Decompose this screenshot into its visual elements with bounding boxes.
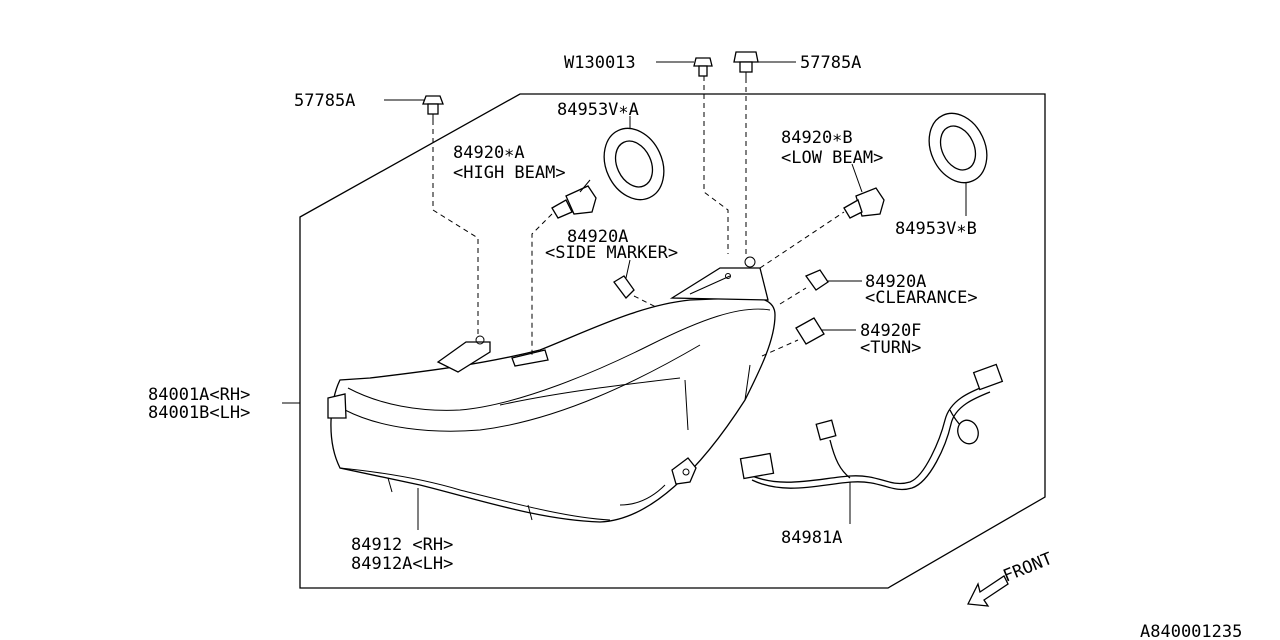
- label-clearance-desc: <CLEARANCE>: [865, 288, 978, 308]
- label-harness: 84981A: [781, 528, 842, 548]
- grommet-w130013-icon[interactable]: [693, 57, 713, 77]
- label-lens-rh: 84912 <RH>: [351, 535, 453, 555]
- label-high-beam-part: 84920∗A: [453, 143, 525, 163]
- label-low-beam-part: 84920∗B: [781, 128, 853, 148]
- front-direction-arrow-icon: FRONT: [966, 549, 1055, 607]
- assembly-frame: [299, 93, 1046, 589]
- wiring-harness[interactable]: [739, 363, 1004, 491]
- high-beam-bulb-icon[interactable]: [551, 185, 597, 219]
- front-label: FRONT: [1000, 549, 1055, 587]
- drawing-number: A840001235: [1140, 622, 1242, 640]
- socket-cover-a-icon[interactable]: [593, 119, 675, 210]
- clearance-bulb-icon[interactable]: [805, 269, 829, 291]
- label-socket-a: 84953V∗A: [557, 100, 639, 120]
- label-clip-top-left: 57785A: [294, 91, 355, 111]
- label-low-beam-desc: <LOW BEAM>: [781, 148, 883, 168]
- label-headlamp-rh: 84001A<RH>: [148, 385, 250, 405]
- headlamp-assembly[interactable]: [327, 256, 776, 523]
- clip-right-icon[interactable]: [733, 51, 759, 78]
- label-side-marker-desc: <SIDE MARKER>: [545, 243, 678, 263]
- socket-cover-b-icon[interactable]: [918, 104, 997, 192]
- leader-lines: [282, 61, 967, 530]
- label-turn-desc: <TURN>: [860, 338, 921, 358]
- low-beam-bulb-icon[interactable]: [843, 187, 885, 219]
- label-turn-part: 84920F: [860, 321, 921, 341]
- fitment-lines: [432, 76, 845, 357]
- clip-left-icon[interactable]: [422, 95, 444, 120]
- label-socket-b: 84953V∗B: [895, 219, 977, 239]
- label-headlamp-lh: 84001B<LH>: [148, 403, 250, 423]
- side-marker-bulb-icon[interactable]: [613, 275, 635, 299]
- turn-bulb-icon[interactable]: [795, 317, 825, 345]
- label-w130013: W130013: [564, 53, 636, 73]
- label-clip-top-right: 57785A: [800, 53, 861, 73]
- label-side-marker-part: 84920A: [567, 227, 628, 247]
- label-high-beam-desc: <HIGH BEAM>: [453, 163, 566, 183]
- label-clearance-part: 84920A: [865, 272, 926, 292]
- label-lens-lh: 84912A<LH>: [351, 554, 453, 574]
